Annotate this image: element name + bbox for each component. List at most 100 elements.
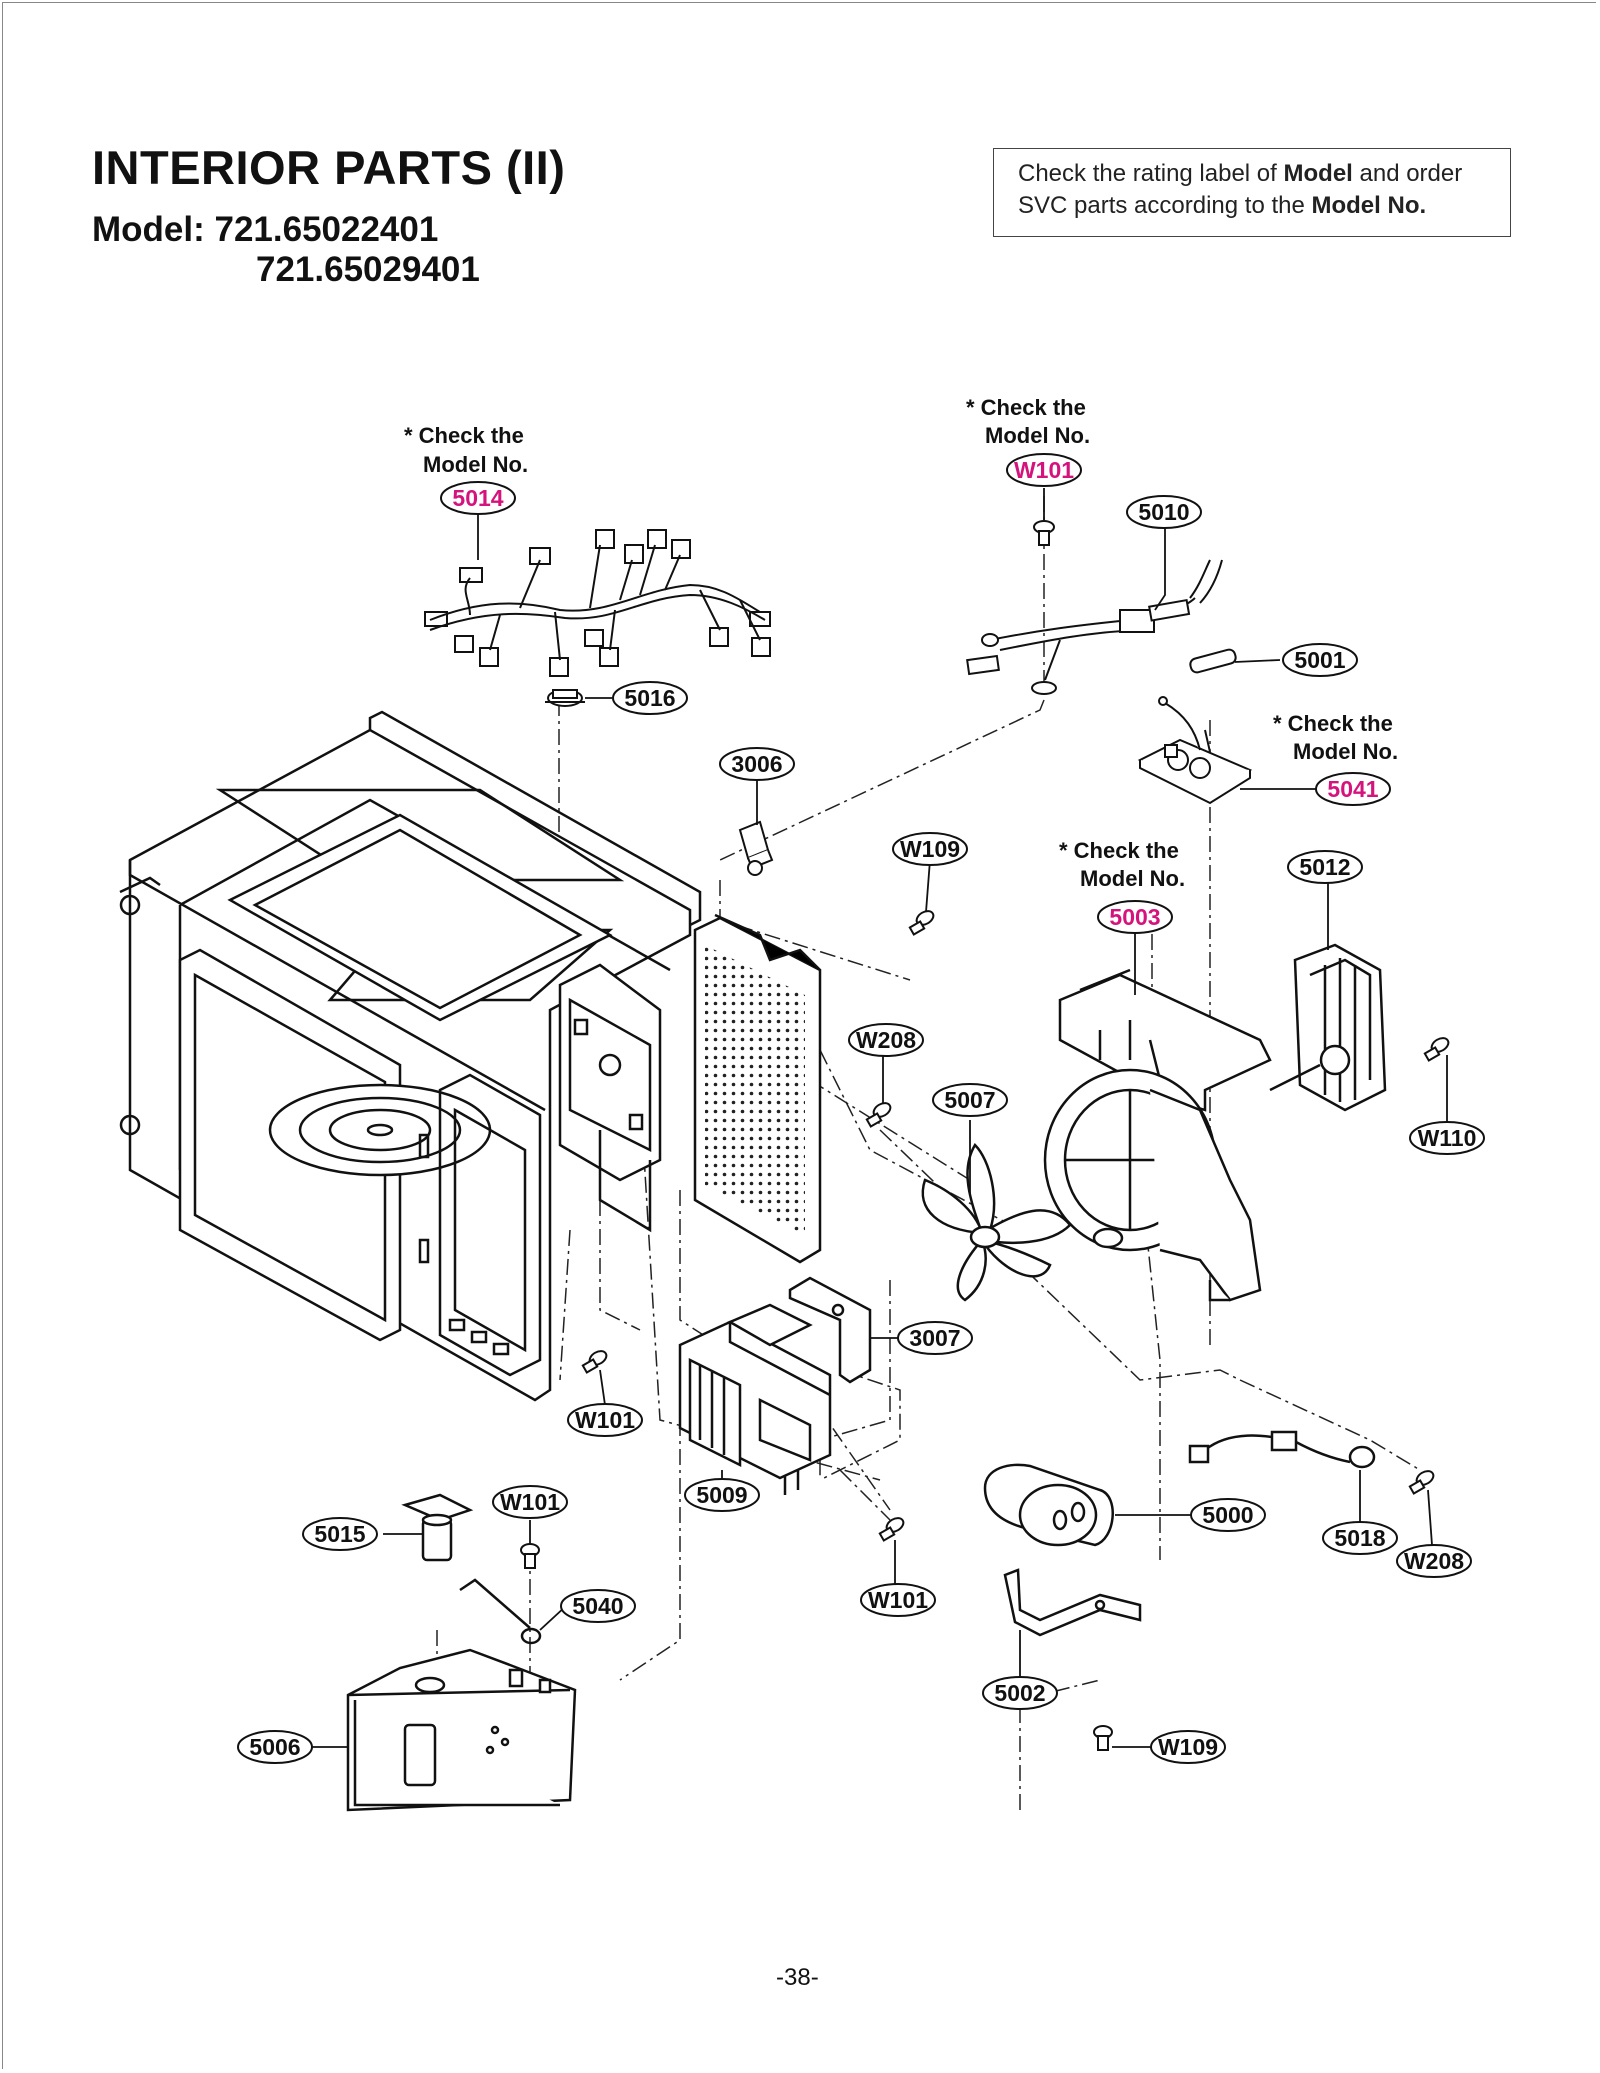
callout-5012: 5012: [1287, 850, 1363, 884]
door-switch-3006: [738, 820, 774, 876]
callout-label: 5009: [696, 1482, 747, 1508]
callout-w101-magnetron: W101: [860, 1583, 936, 1617]
callout-w208-right: W208: [1396, 1544, 1472, 1578]
note-5014-line1: * Check the: [404, 423, 524, 448]
notice-bold-model-no: Model No.: [1311, 192, 1427, 219]
hv-diode-5018: [1188, 1430, 1376, 1469]
callout-3006: 3006: [719, 747, 795, 781]
lever-spring-5040: [459, 1578, 542, 1645]
oven-cavity-body: [119, 710, 702, 1402]
screw-w101-base-icon: [520, 1543, 540, 1569]
callout-label: W110: [1418, 1125, 1477, 1151]
magnetron-5009: [678, 1303, 832, 1495]
callout-label: 5012: [1299, 854, 1350, 880]
callout-label: 5015: [314, 1521, 365, 1547]
callout-5000: 5000: [1190, 1498, 1266, 1532]
callout-label: 5006: [249, 1734, 300, 1760]
screw-w208-left-icon: [865, 1102, 892, 1128]
callout-w101-top: W101: [1006, 453, 1082, 487]
thermostat-5016: [545, 689, 585, 707]
page-number: -38-: [776, 1964, 819, 1991]
callout-label: 5041: [1327, 776, 1378, 802]
callout-5016: 5016: [612, 681, 688, 715]
callout-5010: 5010: [1126, 495, 1202, 529]
callout-5040: 5040: [560, 1589, 636, 1623]
callout-label: 5018: [1334, 1525, 1385, 1551]
callout-w208-left: W208: [848, 1023, 924, 1057]
note-w101-line2: Model No.: [985, 423, 1090, 448]
fan-blade-5007: [921, 1142, 1072, 1302]
callout-3007: 3007: [897, 1321, 973, 1355]
callouts: 5014 W101 5010 5001 5016 5041 3006 W109 …: [237, 453, 1485, 1764]
callout-label: W101: [868, 1587, 928, 1613]
fan-motor-5012: [1269, 943, 1387, 1112]
callout-label: 5040: [572, 1593, 623, 1619]
screw-w101-cavity-icon: [581, 1350, 608, 1374]
callout-5007: 5007: [932, 1083, 1008, 1117]
screw-w110-icon: [1423, 1037, 1450, 1062]
callout-5041: 5041: [1315, 772, 1391, 806]
callout-5009: 5009: [684, 1478, 760, 1512]
callout-label: 3007: [909, 1325, 960, 1351]
callout-label: 5007: [944, 1087, 995, 1113]
hv-capacitor-5000: [983, 1463, 1114, 1547]
callout-label: W101: [500, 1489, 560, 1515]
callout-w101-cavity: W101: [567, 1403, 643, 1437]
callout-label: 5003: [1109, 904, 1160, 930]
notice-text-1: Check the rating label of: [1018, 160, 1284, 187]
callout-5014: 5014: [440, 481, 516, 515]
callout-label: W109: [1158, 1734, 1218, 1760]
callout-5006: 5006: [237, 1730, 313, 1764]
noise-filter-5041: [1137, 696, 1253, 805]
screw-w101-top-icon: [1033, 520, 1055, 546]
callout-w109-lower: W109: [1150, 1730, 1226, 1764]
callout-w109-upper: W109: [892, 832, 968, 866]
notice-bold-model: Model: [1283, 160, 1353, 187]
leader-lines: [312, 488, 1448, 1748]
callout-label: 5000: [1202, 1502, 1253, 1528]
callout-label: W208: [856, 1027, 916, 1053]
callout-5002: 5002: [982, 1676, 1058, 1710]
callout-label: W208: [1404, 1548, 1464, 1574]
callout-label: W101: [1014, 457, 1074, 483]
callout-label: 5010: [1138, 499, 1189, 525]
callout-5018: 5018: [1322, 1521, 1398, 1555]
callout-label: 5002: [994, 1680, 1045, 1706]
fan-duct-5003: [1043, 968, 1272, 1302]
callout-5015: 5015: [302, 1517, 378, 1551]
model-check-notes: * Check the Model No. * Check the Model …: [404, 395, 1398, 891]
screw-w109-upper-icon: [908, 910, 935, 936]
base-assembly-5006: [346, 1648, 577, 1812]
callout-label: W109: [900, 836, 960, 862]
wire-harness-5014: [424, 529, 771, 677]
callout-5003: 5003: [1097, 900, 1173, 934]
rating-label-notice: Check the rating label of Model and orde…: [993, 148, 1511, 237]
screw-w101-magnetron-icon: [878, 1517, 905, 1542]
callout-label: 5014: [452, 485, 503, 511]
cover-plate-perforated: [558, 913, 822, 1264]
callout-w101-base: W101: [492, 1485, 568, 1519]
page-title: INTERIOR PARTS (II): [92, 141, 566, 194]
note-5041-line2: Model No.: [1293, 739, 1398, 764]
screws: [520, 520, 1450, 1751]
capacitor-bracket-5002: [1003, 1568, 1142, 1637]
note-5014-line2: Model No.: [423, 452, 528, 477]
callout-label: 5016: [624, 685, 675, 711]
fuse-5001: [1189, 648, 1237, 674]
note-w101-line1: * Check the: [966, 395, 1086, 420]
model-number-secondary: 721.65029401: [256, 250, 480, 289]
screw-w109-lower-icon: [1093, 1725, 1113, 1751]
callout-w110: W110: [1409, 1121, 1485, 1155]
callout-label: 5001: [1294, 647, 1345, 673]
note-5003-line2: Model No.: [1080, 866, 1185, 891]
notice-text-2: and order SVC parts according to the: [1018, 160, 1463, 219]
screw-w208-right-icon: [1408, 1470, 1435, 1495]
note-5041-line1: * Check the: [1273, 711, 1393, 736]
callout-label: 3006: [731, 751, 782, 777]
turntable-motor-5015: [401, 1493, 474, 1562]
model-number-primary: Model: 721.65022401: [92, 210, 439, 249]
bracket-3007: [788, 1276, 872, 1384]
callout-label: W101: [575, 1407, 635, 1433]
